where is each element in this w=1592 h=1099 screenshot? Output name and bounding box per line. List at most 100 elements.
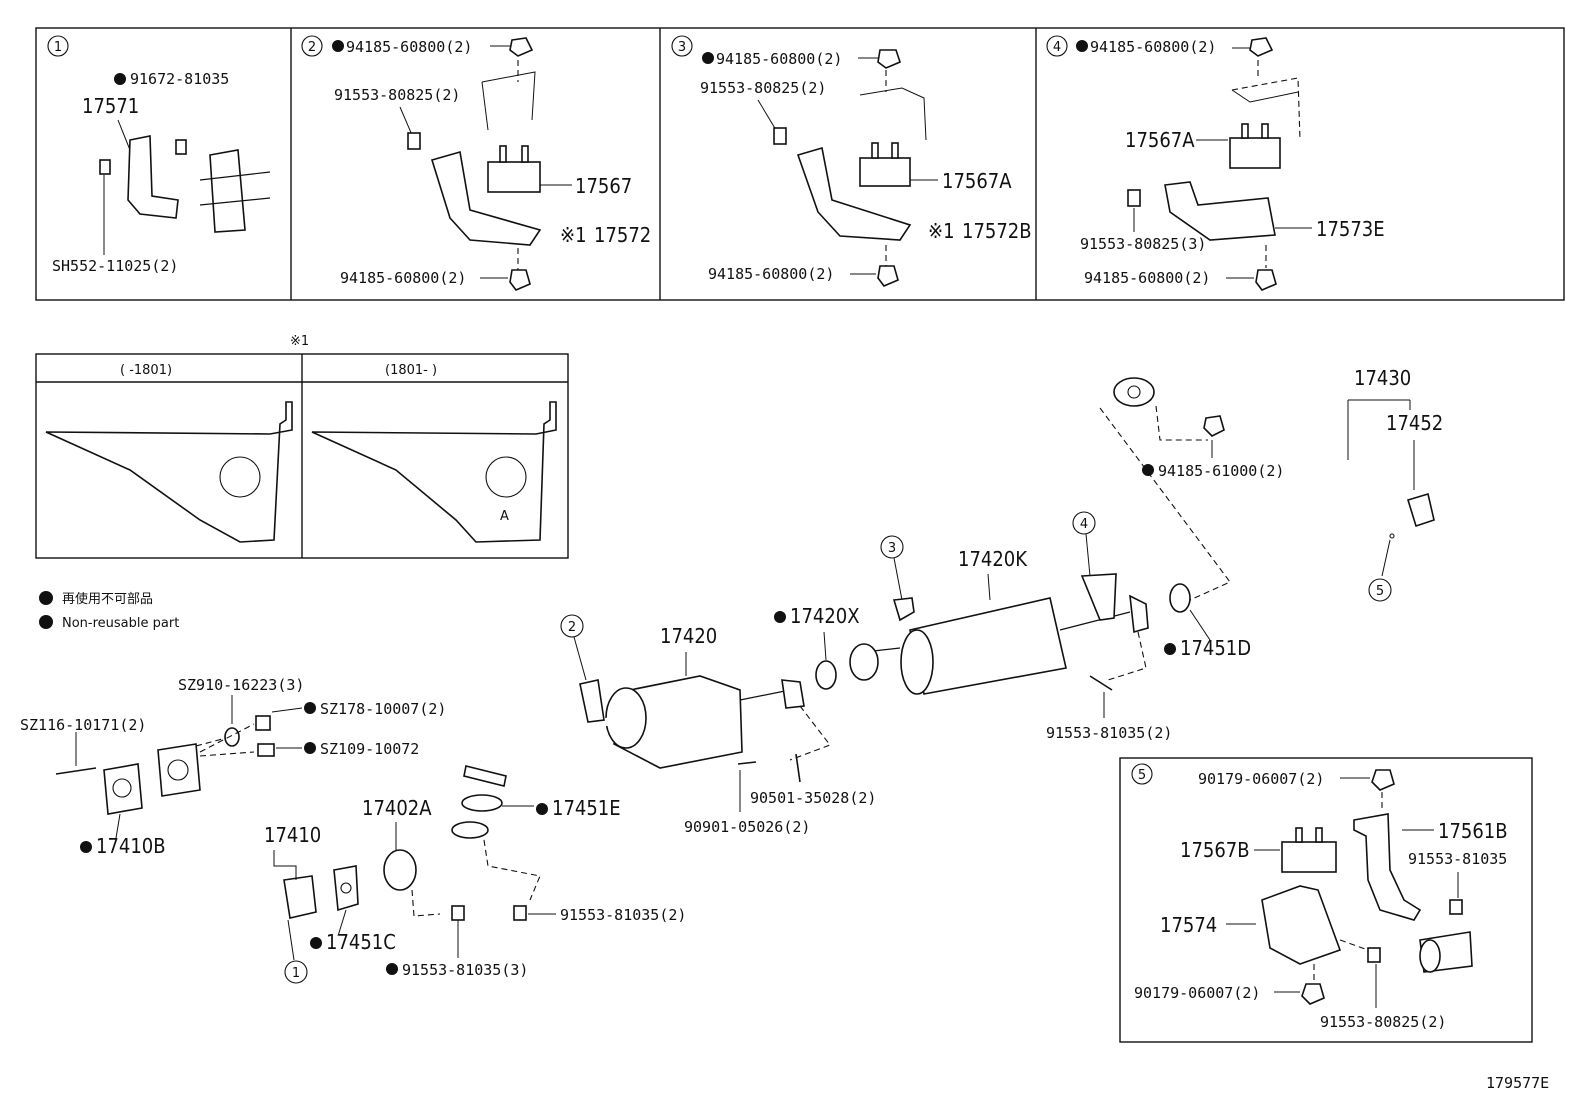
legend-jp: 再使用不可部品 bbox=[62, 591, 153, 607]
label-17451e: 17451E bbox=[552, 796, 621, 820]
label-94185-60800-lower: 94185-60800(2) bbox=[708, 265, 834, 283]
callout-5: 5 bbox=[1376, 584, 1384, 599]
converter-17420 bbox=[613, 675, 743, 769]
panel-4: 4 94185-60800(2) 17567A 91553-80825(3) 1… bbox=[1046, 35, 1385, 291]
panel-2-number: 2 bbox=[308, 40, 316, 55]
bracket-17572b bbox=[796, 146, 912, 241]
variant-left-header: ( -1801) bbox=[120, 363, 172, 378]
label-17573e: 17573E bbox=[1316, 217, 1385, 241]
non-reusable-dot bbox=[114, 73, 126, 85]
label-94185-60800: 94185-60800(2) bbox=[346, 38, 472, 56]
label-90901-05026: 90901-05026(2) bbox=[684, 818, 810, 836]
label-91553-81035-p5: 91553-81035 bbox=[1408, 850, 1507, 868]
panel-4-number: 4 bbox=[1053, 40, 1061, 55]
mount-insulator-17567b bbox=[1281, 841, 1337, 873]
label-91553-81035-c: 91553-81035(3) bbox=[402, 961, 528, 979]
panel-5-number: 5 bbox=[1138, 768, 1146, 783]
label-17567b: 17567B bbox=[1180, 838, 1250, 862]
label-17567a: 17567A bbox=[942, 169, 1012, 193]
label-sz116-10171: SZ116-10171(2) bbox=[20, 716, 146, 734]
panel-1-number-circle bbox=[47, 35, 69, 57]
bracket-17573e bbox=[1164, 181, 1276, 241]
label-94185-60800: 94185-60800(2) bbox=[1090, 38, 1216, 56]
mount-insulator-17567a bbox=[859, 157, 911, 187]
label-17567: 17567 bbox=[575, 174, 632, 198]
label-91553-81035-a: 91553-81035(2) bbox=[1046, 724, 1172, 742]
label-17561b: 17561B bbox=[1438, 819, 1508, 843]
main-assembly: 17430 17452 94185-61000(2) 5 17420K 3 4 bbox=[20, 322, 1537, 984]
legend: 再使用不可部品 Non-reusable part bbox=[39, 591, 179, 631]
label-17452: 17452 bbox=[1386, 411, 1443, 435]
nut bbox=[509, 269, 531, 291]
variant-right-header: (1801- ) bbox=[385, 363, 437, 378]
muffler-17420k bbox=[909, 597, 1067, 695]
label-17410: 17410 bbox=[264, 823, 321, 847]
callout-1: 1 bbox=[292, 966, 300, 981]
panel-1-number: 1 bbox=[54, 40, 62, 55]
label-94185-61000: 94185-61000(2) bbox=[1158, 462, 1284, 480]
label-94185-60800: 94185-60800(2) bbox=[716, 50, 842, 68]
label-sz178-10007: SZ178-10007(2) bbox=[320, 700, 446, 718]
label-17420: 17420 bbox=[660, 624, 717, 648]
pipe-section bbox=[209, 149, 246, 233]
panel-1: 1 91672-81035 17571 SH552-11025(2) bbox=[47, 35, 271, 275]
panel-3-number: 3 bbox=[678, 40, 686, 55]
exhaust-pipe-17410 bbox=[186, 763, 304, 919]
footnote-marker: ※1 bbox=[560, 223, 587, 247]
label-91553-81035-b: 91553-81035(2) bbox=[560, 906, 686, 924]
gasket-17420x bbox=[815, 660, 837, 690]
label-91672-81035: 91672-81035 bbox=[130, 70, 229, 88]
hanger-bracket-17561b bbox=[1353, 813, 1422, 921]
bracket-17572 bbox=[430, 150, 542, 246]
mount-insulator bbox=[1229, 137, 1281, 169]
variant-detail-a: A bbox=[500, 509, 509, 524]
mount-insulator-17567 bbox=[487, 161, 541, 193]
label-90179-06007-lower: 90179-06007(2) bbox=[1134, 984, 1260, 1002]
label-17410b: 17410B bbox=[96, 834, 166, 858]
label-17402a: 17402A bbox=[362, 796, 432, 820]
gasket-17451d bbox=[1169, 583, 1191, 613]
bracket-variant-post-1801 bbox=[311, 401, 557, 543]
legend-en: Non-reusable part bbox=[62, 616, 179, 631]
stud-bolt bbox=[55, 767, 97, 775]
variant-footnote-marker: ※1 bbox=[290, 334, 309, 349]
label-17572: 17572 bbox=[594, 223, 651, 247]
label-sz910-16223: SZ910-16223(3) bbox=[178, 676, 304, 694]
label-17451c: 17451C bbox=[326, 930, 396, 954]
variant-table: ※1 ( -1801) (1801- ) A bbox=[35, 334, 569, 559]
top-panel-frame bbox=[35, 27, 1565, 301]
label-91553-80825: 91553-80825(2) bbox=[700, 79, 826, 97]
bolt bbox=[407, 132, 421, 150]
label-17571: 17571 bbox=[82, 94, 139, 118]
gasket-17451e bbox=[461, 794, 503, 812]
bracket-17574 bbox=[1261, 885, 1342, 965]
callout-2: 2 bbox=[568, 620, 576, 635]
label-17420x: 17420X bbox=[790, 604, 860, 628]
label-sh552-11025: SH552-11025(2) bbox=[52, 257, 178, 275]
nut bbox=[509, 37, 534, 57]
panel-5: 5 90179-06007(2) 17561B 91553-81035 1756… bbox=[1119, 757, 1533, 1043]
label-91553-80825: 91553-80825(3) bbox=[1080, 235, 1206, 253]
callout-3: 3 bbox=[888, 541, 896, 556]
label-90501-35028: 90501-35028(2) bbox=[750, 789, 876, 807]
hanger-17452 bbox=[1406, 492, 1435, 528]
footnote-marker: ※1 bbox=[928, 219, 955, 243]
label-91553-80825: 91553-80825(2) bbox=[334, 86, 460, 104]
label-91553-80825-p5: 91553-80825(2) bbox=[1320, 1013, 1446, 1031]
panel-2: 2 94185-60800(2) 91553-80825(2) 17567 ※1… bbox=[301, 35, 651, 291]
label-17420k: 17420K bbox=[958, 547, 1028, 571]
panel-3: 3 94185-60800(2) 91553-80825(2) 17567A ※… bbox=[671, 35, 1032, 287]
bracket-17571 bbox=[127, 135, 179, 219]
label-17574: 17574 bbox=[1160, 913, 1217, 937]
callout-4: 4 bbox=[1080, 517, 1088, 532]
label-94185-60800-lower: 94185-60800(2) bbox=[340, 269, 466, 287]
label-sz109-10072: SZ109-10072 bbox=[320, 740, 419, 758]
bolt bbox=[99, 159, 111, 175]
label-90179-06007: 90179-06007(2) bbox=[1198, 770, 1324, 788]
label-17572b: 17572B bbox=[962, 219, 1032, 243]
label-17430: 17430 bbox=[1354, 366, 1411, 390]
label-17451d: 17451D bbox=[1180, 636, 1251, 660]
bolt bbox=[175, 139, 187, 155]
